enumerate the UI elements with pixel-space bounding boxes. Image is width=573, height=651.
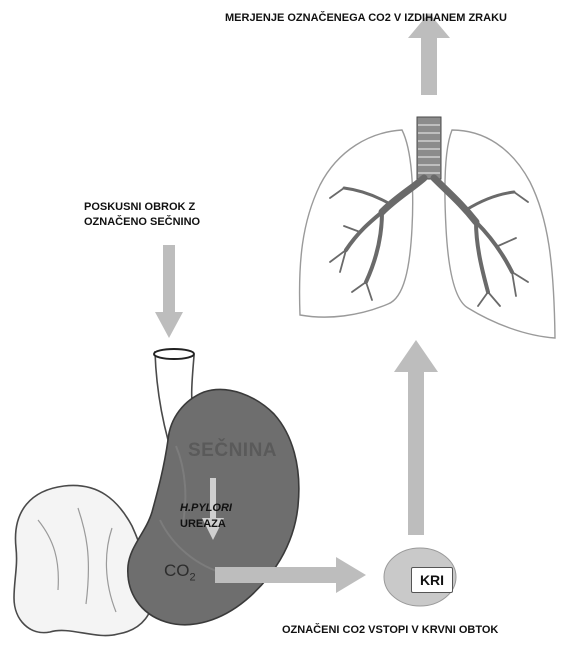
meal-arrow <box>155 245 183 338</box>
blood-to-lungs-arrow <box>394 340 438 535</box>
trachea <box>417 117 441 179</box>
urease-label: UREAZA <box>180 516 232 532</box>
co2-label-base: CO <box>164 561 190 580</box>
lungs <box>300 117 555 338</box>
h-pylori-urease-label: H.PYLORI UREAZA <box>180 500 232 532</box>
test-meal-label-line2: OZNAČENO SEČNINO <box>84 215 200 230</box>
blood-label: KRI <box>411 567 453 593</box>
h-pylori-label: H.PYLORI <box>180 500 232 516</box>
exhaled-co2-measurement-label: MERJENJE OZNAČENEGA CO2 V IZDIHANEM ZRAK… <box>225 11 507 26</box>
test-meal-label-line1: POSKUSNI OBROK Z <box>84 200 200 215</box>
stomach-and-intestine <box>14 349 299 636</box>
co2-label-subscript: 2 <box>190 571 196 583</box>
test-meal-label: POSKUSNI OBROK Z OZNAČENO SEČNINO <box>84 200 200 230</box>
co2-enters-blood-label: OZNAČENI CO2 VSTOPI V KRVNI OBTOK <box>282 623 498 638</box>
co2-label: CO2 <box>164 561 196 583</box>
urea-label: SEČNINA <box>188 440 277 462</box>
